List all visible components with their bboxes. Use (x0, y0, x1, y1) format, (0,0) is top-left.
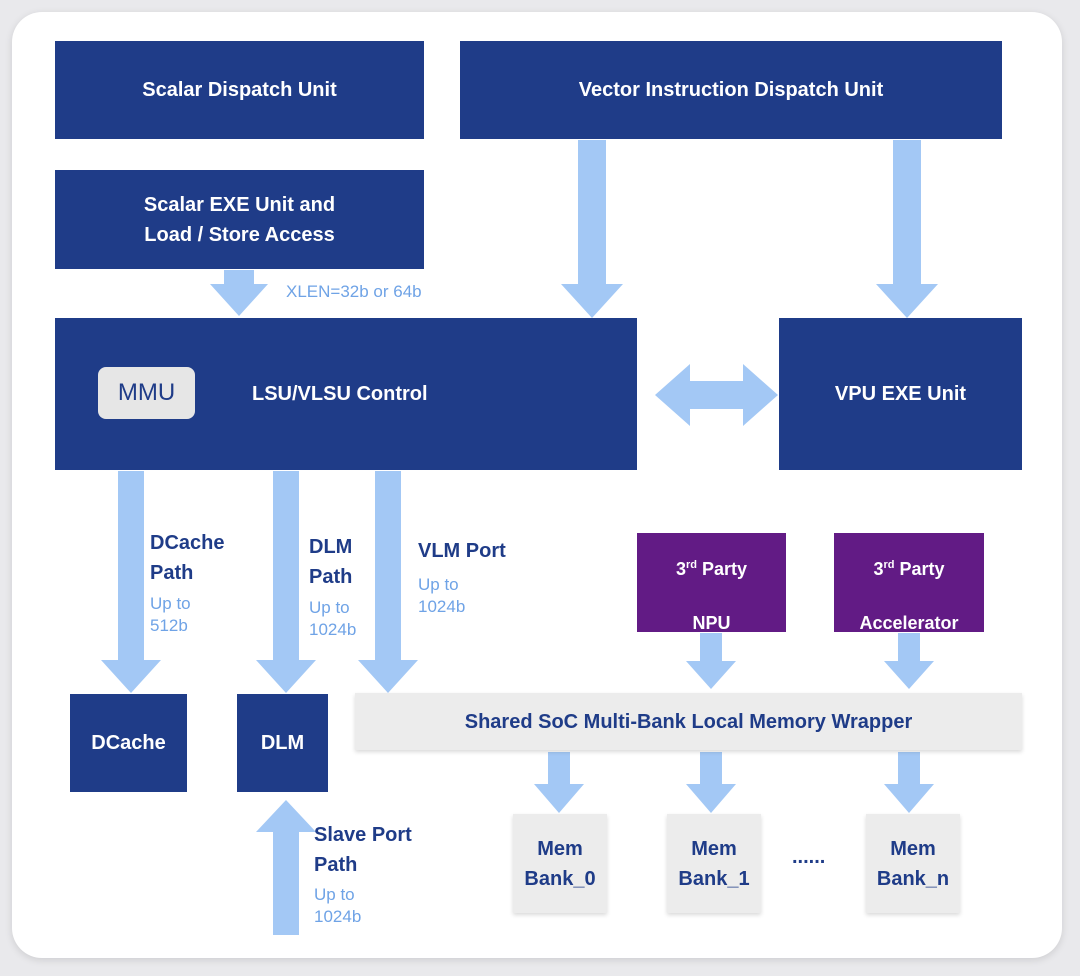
accelerator-ordinal-suffix: rd (883, 558, 895, 571)
scalar-dispatch-unit: Scalar Dispatch Unit (55, 41, 424, 139)
shared-soc-memory-wrapper: Shared SoC Multi-Bank Local Memory Wrapp… (355, 693, 1022, 750)
arrow-dcache-path (101, 471, 161, 693)
accelerator-ordinal: 3 (873, 558, 884, 579)
mem-bank-1: Mem Bank_1 (667, 814, 761, 913)
arrow-lsu-vpu-bidirectional (655, 364, 778, 426)
dcache-block: DCache (70, 694, 187, 792)
dlm-path-width: Up to 1024b (309, 598, 357, 639)
arrow-scalar-exe-to-lsu (210, 270, 268, 316)
npu-ordinal-suffix: rd (685, 558, 697, 571)
arrow-memory-to-bank-0 (534, 752, 584, 813)
arrow-dlm-path (256, 471, 316, 693)
vector-instruction-dispatch-unit: Vector Instruction Dispatch Unit (460, 41, 1002, 139)
arrow-vector-dispatch-to-vpu (876, 140, 938, 318)
mem-bank-n: Mem Bank_n (866, 814, 960, 913)
accelerator-party-text: Party (894, 558, 945, 579)
xlen-label: XLEN=32b or 64b (286, 282, 422, 301)
vpu-exe-unit: VPU EXE Unit (779, 318, 1022, 470)
npu-party-text: Party (696, 558, 748, 579)
arrow-vlm-port (358, 471, 418, 693)
arrow-accelerator-to-memory (884, 633, 934, 689)
lsu-vlsu-control-label: LSU/VLSU Control (252, 383, 428, 405)
dlm-path-label: DLM Path (309, 536, 353, 588)
dcache-path-width: Up to 512b (150, 594, 191, 635)
npu-name: NPU (692, 612, 731, 633)
dlm-block: DLM (237, 694, 328, 792)
mem-bank-0: Mem Bank_0 (513, 814, 607, 913)
accelerator-name: Accelerator (859, 612, 959, 633)
arrow-memory-to-bank-n (884, 752, 934, 813)
npu-ordinal: 3 (675, 558, 686, 579)
third-party-accelerator: 3rd Party Accelerator (834, 533, 984, 633)
arrow-slave-port-path (256, 800, 316, 935)
slave-port-path-label: Slave Port Path (314, 824, 412, 876)
mem-bank-ellipsis: ...... (792, 846, 826, 868)
slave-port-path-width: Up to 1024b (314, 885, 362, 926)
vlm-port-width: Up to 1024b (418, 575, 466, 616)
third-party-npu: 3rd Party NPU (637, 533, 786, 633)
arrow-vector-dispatch-to-lsu (561, 140, 623, 318)
diagram-card (12, 12, 1062, 958)
arrow-npu-to-memory (686, 633, 736, 689)
arrow-memory-to-bank-1 (686, 752, 736, 813)
dcache-path-label: DCache Path (150, 532, 225, 584)
mmu-block: MMU (98, 367, 195, 419)
scalar-exe-unit: Scalar EXE Unit and Load / Store Access (55, 170, 424, 269)
vlm-port-label: VLM Port (418, 540, 506, 562)
